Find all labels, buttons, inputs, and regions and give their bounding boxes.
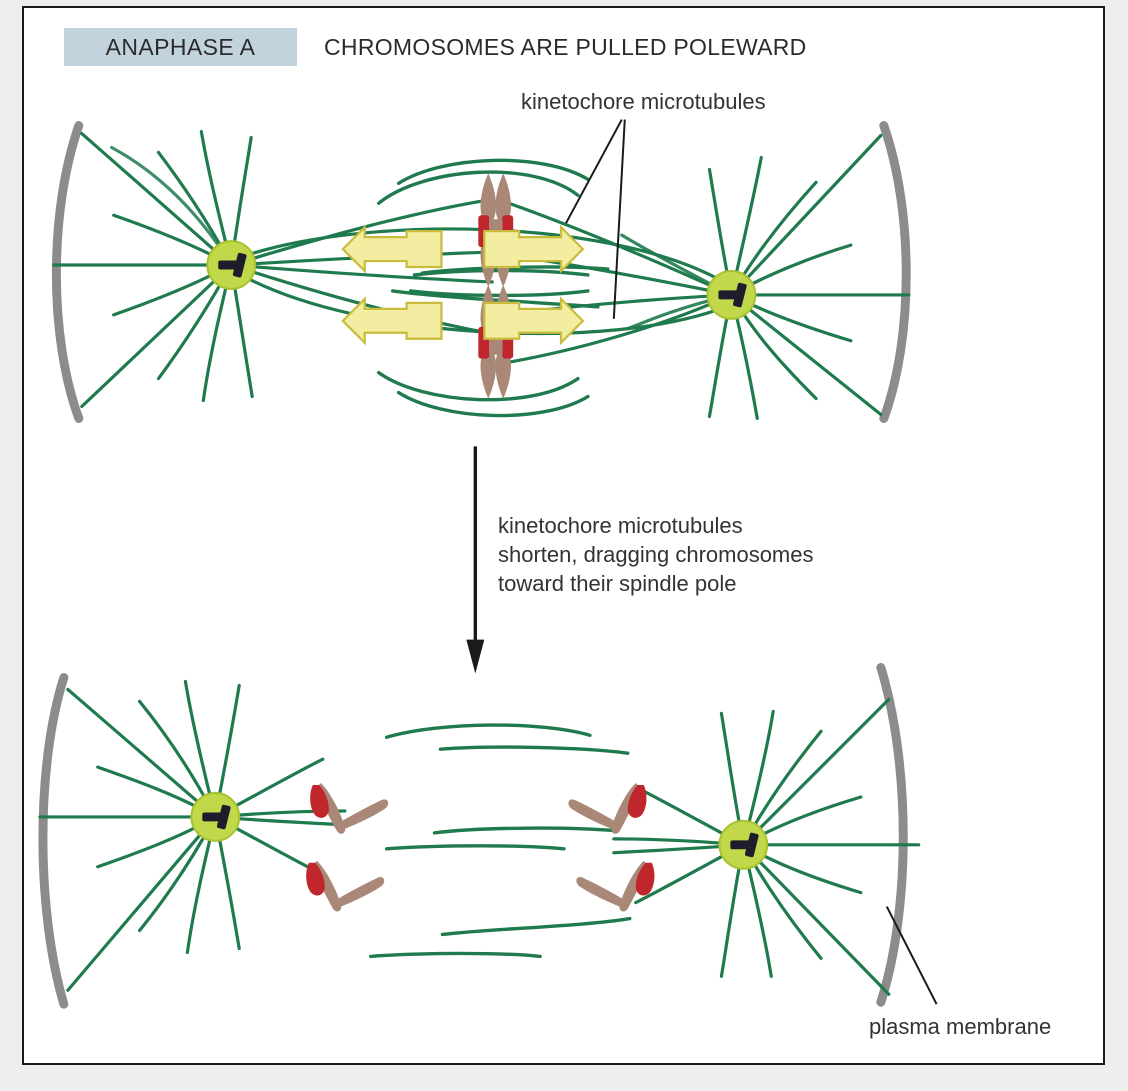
- label-transition-caption: kinetochore microtubules shorten, draggi…: [498, 511, 814, 598]
- chromosome-bottom-left-2: [306, 860, 385, 912]
- centrosome-left-top: [206, 240, 257, 290]
- phase-badge-background: [64, 28, 297, 66]
- transition-arrow: [466, 446, 485, 674]
- force-arrow-top-left-upper: [341, 224, 443, 274]
- label-kinetochore-microtubules: kinetochore microtubules: [521, 89, 766, 114]
- force-arrows-top: [341, 224, 585, 346]
- chromosome-bottom-right-1: [568, 783, 647, 834]
- phase-badge-label: ANAPHASE A: [105, 34, 256, 60]
- force-arrow-top-right-upper: [483, 224, 585, 274]
- figure-frame: ANAPHASE A CHROMOSOMES ARE PULLED POLEWA…: [22, 6, 1105, 1065]
- panel-before: [51, 119, 911, 423]
- label-plasma-membrane: plasma membrane: [869, 1014, 1052, 1039]
- aster-left-bottom: [38, 679, 325, 992]
- plasma-membrane-arc-right-bottom: [876, 663, 908, 1007]
- force-arrow-top-right-lower: [483, 296, 585, 346]
- centrosome-right-top: [706, 270, 757, 320]
- force-arrow-top-left-lower: [341, 296, 443, 346]
- caption-line-3: toward their spindle pole: [498, 571, 737, 596]
- figure-headline: CHROMOSOMES ARE PULLED POLEWARD: [324, 34, 807, 60]
- diagram-illustration: [38, 119, 938, 1009]
- aster-right-top: [620, 133, 911, 421]
- centrosome-left-bottom: [190, 792, 241, 842]
- aster-right-bottom: [634, 697, 921, 996]
- panel-after: [38, 663, 938, 1009]
- chromosome-bottom-left-1: [310, 783, 389, 834]
- chromosome-bottom-right-2: [576, 860, 655, 912]
- leader-line-plasma-membrane: [885, 906, 938, 1005]
- polar-microtubules-bottom: [369, 723, 632, 959]
- caption-line-1: kinetochore microtubules: [498, 513, 743, 538]
- centrosome-right-bottom: [718, 819, 769, 870]
- plasma-membrane-arc-left-top: [51, 121, 84, 423]
- plasma-membrane-arc-left-bottom: [38, 672, 69, 1009]
- caption-line-2: shorten, dragging chromosomes: [498, 542, 814, 567]
- leader-lines-kinetochore: [565, 119, 626, 319]
- plasma-membrane-arc-right-top: [879, 121, 911, 423]
